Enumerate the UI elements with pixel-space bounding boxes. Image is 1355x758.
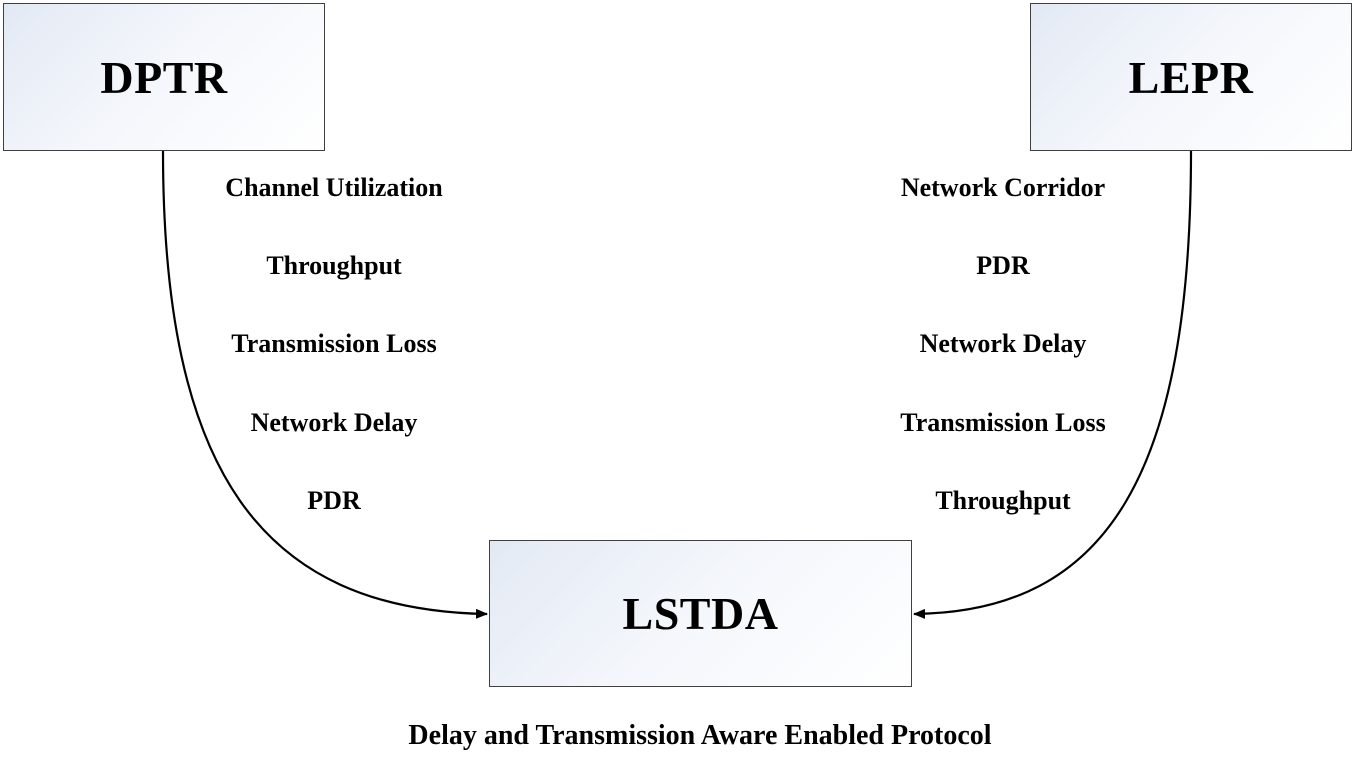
left-param-transmission-loss: Transmission Loss	[231, 329, 437, 358]
dptr-label: DPTR	[100, 51, 228, 103]
left-param-pdr: PDR	[307, 486, 361, 515]
right-param-pdr: PDR	[976, 251, 1030, 280]
lepr-to-lstda-arrow	[913, 150, 1193, 619]
right-param-network-corridor: Network Corridor	[900, 173, 1106, 202]
left-param-channel-utilization: Channel Utilization	[225, 173, 443, 202]
dptr-box: DPTR	[3, 3, 325, 151]
left-param-network-delay: Network Delay	[250, 408, 418, 437]
right-param-throughput: Throughput	[935, 486, 1071, 515]
left-param-throughput: Throughput	[266, 251, 402, 280]
lstda-label: LSTDA	[622, 588, 779, 639]
dptr-to-lstda-arrow	[161, 150, 488, 619]
lstda-box: LSTDA	[489, 540, 912, 687]
lepr-box: LEPR	[1030, 3, 1352, 151]
lepr-label: LEPR	[1128, 51, 1254, 103]
diagram-caption: Delay and Transmission Aware Enabled Pro…	[408, 720, 992, 751]
right-param-transmission-loss: Transmission Loss	[900, 408, 1106, 437]
right-param-network-delay: Network Delay	[919, 329, 1087, 358]
